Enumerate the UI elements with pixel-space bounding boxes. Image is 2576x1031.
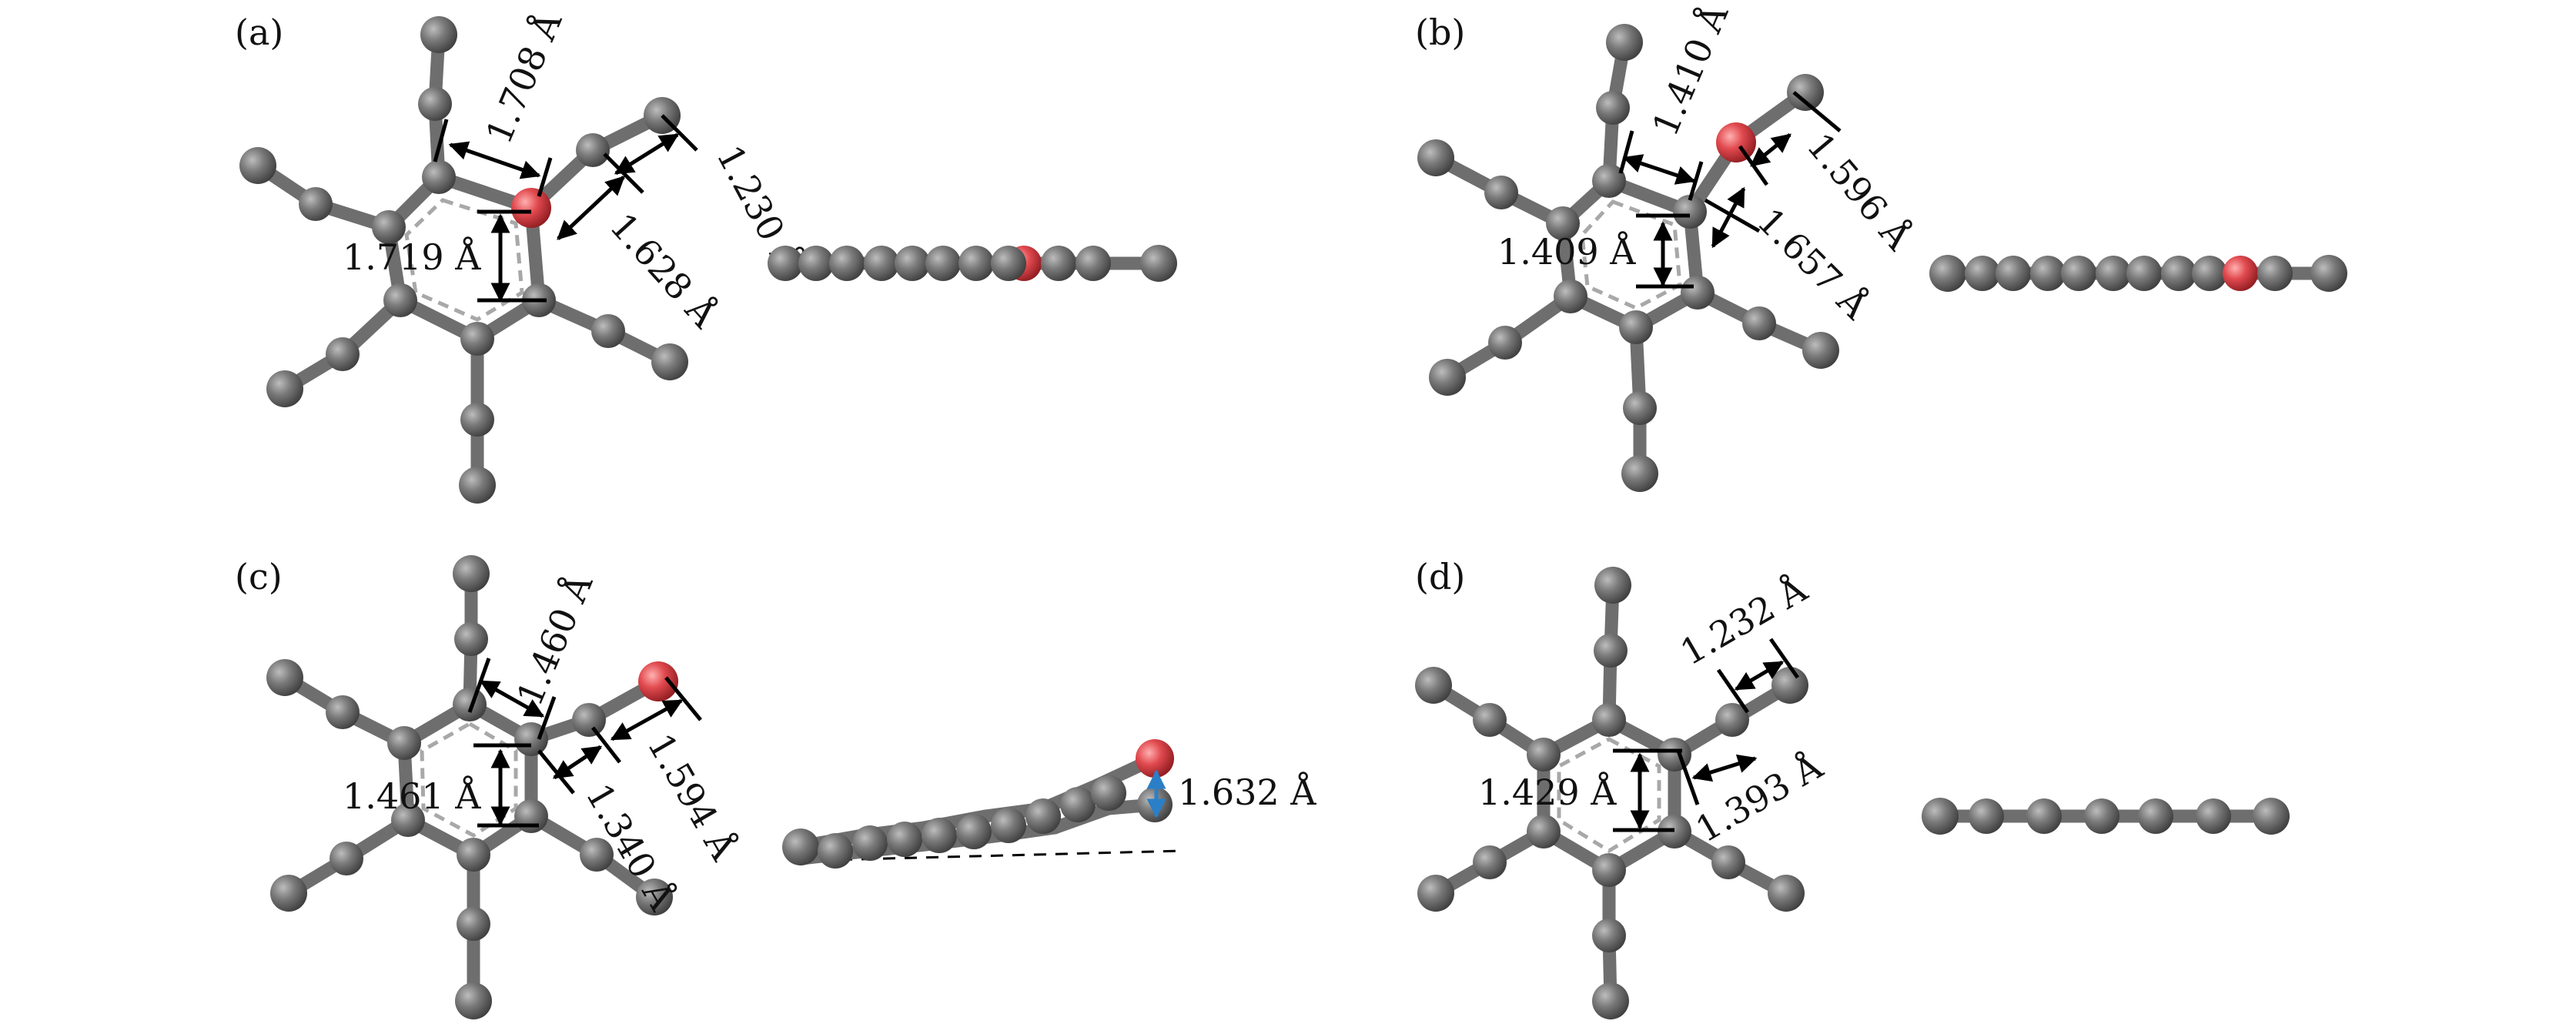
dimension-arrows-b — [1618, 91, 1842, 289]
bond-length-b-4: 1.409 Å — [1497, 230, 1636, 273]
bond-length-a-4: 1.719 Å — [343, 236, 481, 278]
bond-length-c-2: 1.594 Å — [639, 726, 745, 868]
carbon-atoms-a — [239, 16, 688, 504]
panel-label-d: (d) — [1415, 556, 1465, 598]
bond-length-d-3: 1.429 Å — [1478, 771, 1617, 813]
panel-c: (c) — [235, 555, 1316, 1019]
bond-length-c-4: 1.461 Å — [343, 775, 481, 817]
bond-length-c-1: 1.460 Å — [507, 567, 601, 711]
panel-a: (a) — [235, 5, 1177, 504]
dimension-arrows-a — [433, 114, 698, 303]
oxygen-atom-a — [511, 188, 551, 228]
bond-length-d-2: 1.393 Å — [1688, 745, 1830, 851]
molecule-b-top-view — [1417, 24, 1839, 492]
molecule-a-top-view — [239, 16, 688, 504]
panel-d: (d) — [1415, 556, 2290, 1019]
molecule-c-side-view — [782, 739, 1183, 869]
panel-label-c: (c) — [235, 556, 283, 598]
bond-length-a-1: 1.708 Å — [477, 5, 570, 149]
carbon-atoms-d — [1415, 567, 1808, 1019]
dimension-arrows-d — [1613, 638, 1800, 832]
panel-b: (b) — [1415, 0, 2347, 492]
bond-length-d-1: 1.232 Å — [1673, 567, 1815, 674]
molecule-c-top-view — [266, 555, 678, 1019]
oxygen-atom-c — [638, 661, 678, 701]
molecule-a-side-view — [768, 245, 1177, 282]
molecule-d-side-view — [1922, 798, 2290, 835]
height-measurement-c: 1.632 Å — [1178, 771, 1316, 813]
panel-label-b: (b) — [1415, 12, 1465, 53]
bond-length-b-1: 1.410 Å — [1643, 0, 1736, 142]
dimension-arrows-c — [467, 658, 702, 828]
bond-length-a-3: 1.628 Å — [602, 205, 727, 336]
molecule-b-side-view — [1929, 255, 2347, 292]
oxygen-atom-b — [1716, 122, 1756, 162]
molecule-d-top-view — [1415, 567, 1808, 1019]
carbon-atoms-b — [1417, 24, 1839, 492]
panel-label-a: (a) — [235, 12, 283, 53]
